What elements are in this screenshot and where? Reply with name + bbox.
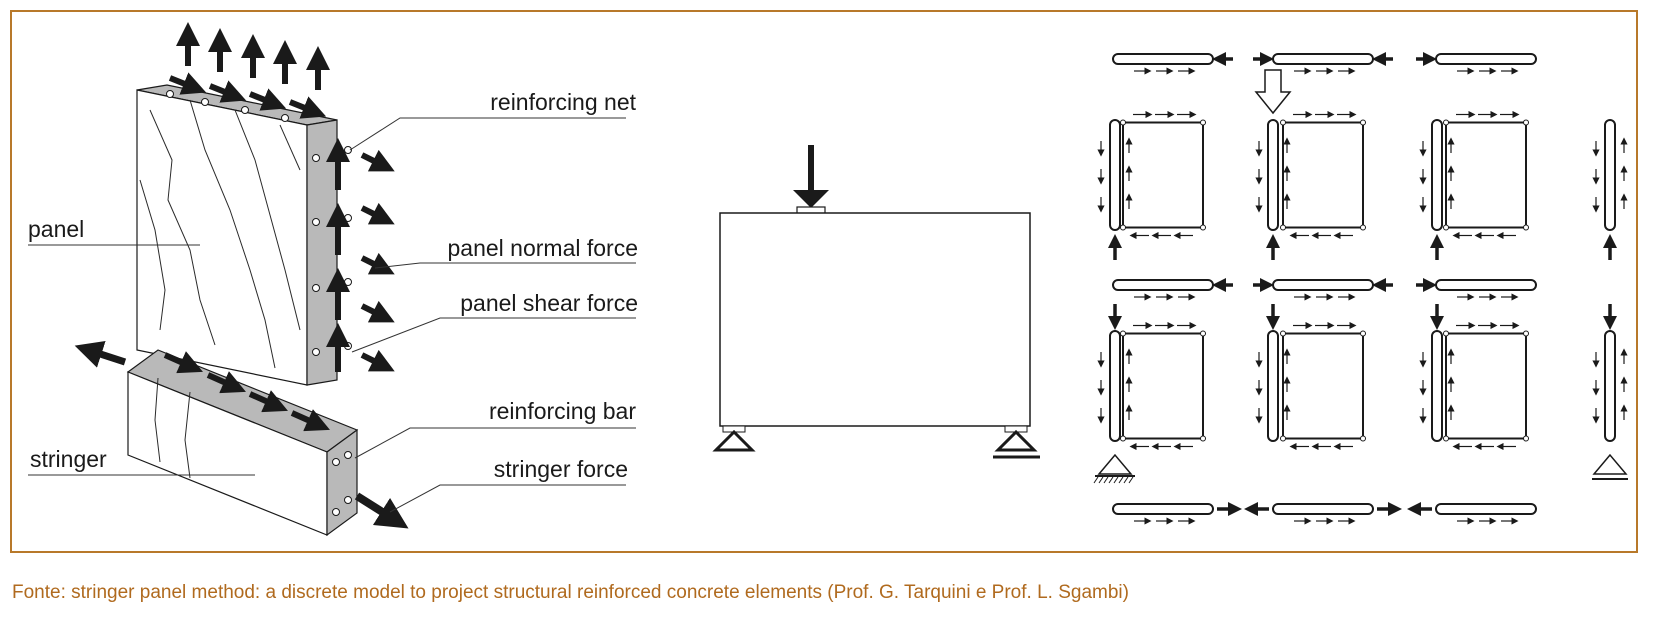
model-panel xyxy=(1282,332,1364,440)
model-panel xyxy=(1282,121,1364,229)
model-node xyxy=(1200,224,1206,231)
label-stringer: stringer xyxy=(30,446,107,472)
model-node xyxy=(1280,224,1286,231)
model-horizontal-stringer xyxy=(1112,279,1214,291)
panel-shear-arrows-top xyxy=(168,72,327,119)
model-support-hatch xyxy=(1108,476,1114,484)
model-node xyxy=(1523,224,1529,231)
beam-body xyxy=(719,212,1031,427)
model-horizontal-stringer xyxy=(1272,503,1374,515)
label-panel-shear-force: panel shear force xyxy=(460,290,638,316)
panel-normal-force-arrows-top xyxy=(176,22,330,90)
model-horizontal-stringer xyxy=(1435,503,1537,515)
model-support-hatch xyxy=(1123,476,1129,484)
stringer-panel-model xyxy=(1093,52,1628,525)
figure-caption: Fonte: stringer panel method: a discrete… xyxy=(12,582,1129,603)
label-panel: panel xyxy=(28,216,84,242)
right-support-triangle xyxy=(994,429,1038,452)
model-vertical-stringer xyxy=(1604,330,1616,442)
label-panel-normal-force: panel normal force xyxy=(448,235,639,261)
model-vertical-stringer xyxy=(1109,119,1121,231)
model-node xyxy=(1360,119,1366,126)
beam-diagram xyxy=(712,145,1040,459)
model-support-hatch xyxy=(1103,476,1109,484)
model-support-hatch xyxy=(1118,476,1124,484)
panel-top-bolts xyxy=(166,90,289,122)
model-node xyxy=(1280,435,1286,442)
model-node xyxy=(1360,435,1366,442)
model-horizontal-stringer xyxy=(1272,53,1374,65)
stringer-shear-arrows xyxy=(163,351,330,432)
model-node xyxy=(1280,330,1286,337)
model-node xyxy=(1200,330,1206,337)
model-support-hatch xyxy=(1098,476,1104,484)
label-reinforcing-bar: reinforcing bar xyxy=(489,398,636,424)
model-vertical-stringer xyxy=(1267,119,1279,231)
label-stringer-force: stringer force xyxy=(494,456,628,482)
model-node xyxy=(1523,119,1529,126)
model-node xyxy=(1120,330,1126,337)
model-vertical-stringer xyxy=(1604,119,1616,231)
model-panel xyxy=(1445,332,1527,440)
panel-cracks xyxy=(139,99,301,369)
model-horizontal-stringer xyxy=(1435,53,1537,65)
leader-lines xyxy=(28,117,636,513)
model-support-hatch xyxy=(1128,476,1134,484)
model-node xyxy=(1360,330,1366,337)
model-node xyxy=(1200,435,1206,442)
model-right-support xyxy=(1592,453,1628,475)
stringer-bolts xyxy=(332,451,352,516)
model-panel xyxy=(1122,121,1204,229)
stringer-force-arrow-left xyxy=(74,341,127,368)
model-support-hatch xyxy=(1113,476,1119,484)
model-node xyxy=(1443,224,1449,231)
panel-front-face xyxy=(136,89,308,386)
model-panel xyxy=(1445,121,1527,229)
load-arrow-head xyxy=(793,190,829,208)
model-vertical-stringer xyxy=(1267,330,1279,442)
model-node xyxy=(1120,435,1126,442)
model-vertical-stringer xyxy=(1431,119,1443,231)
model-node xyxy=(1443,435,1449,442)
label-reinforcing-net: reinforcing net xyxy=(490,89,636,115)
left-support-triangle xyxy=(712,429,756,452)
model-node xyxy=(1360,224,1366,231)
model-vertical-stringer xyxy=(1431,330,1443,442)
model-node xyxy=(1200,119,1206,126)
panel-3d-drawing: reinforcing net panel panel normal force… xyxy=(28,22,639,537)
panel-normal-force-arrows-side xyxy=(360,149,395,372)
model-node xyxy=(1523,330,1529,337)
model-node xyxy=(1120,224,1126,231)
model-node xyxy=(1443,119,1449,126)
model-panel xyxy=(1122,332,1204,440)
model-left-support xyxy=(1097,453,1133,475)
model-node xyxy=(1523,435,1529,442)
model-load-arrow xyxy=(1254,69,1292,115)
stringer-cracks xyxy=(154,377,191,479)
model-horizontal-stringer xyxy=(1272,279,1374,291)
model-node xyxy=(1443,330,1449,337)
model-support-hatch xyxy=(1093,476,1099,484)
model-horizontal-stringer xyxy=(1435,279,1537,291)
model-node xyxy=(1280,119,1286,126)
model-vertical-stringer xyxy=(1109,330,1121,442)
panel-side-face xyxy=(306,119,338,386)
model-horizontal-stringer xyxy=(1112,503,1214,515)
model-horizontal-stringer xyxy=(1112,53,1214,65)
stringer-force-arrow-right xyxy=(354,492,409,529)
model-node xyxy=(1120,119,1126,126)
